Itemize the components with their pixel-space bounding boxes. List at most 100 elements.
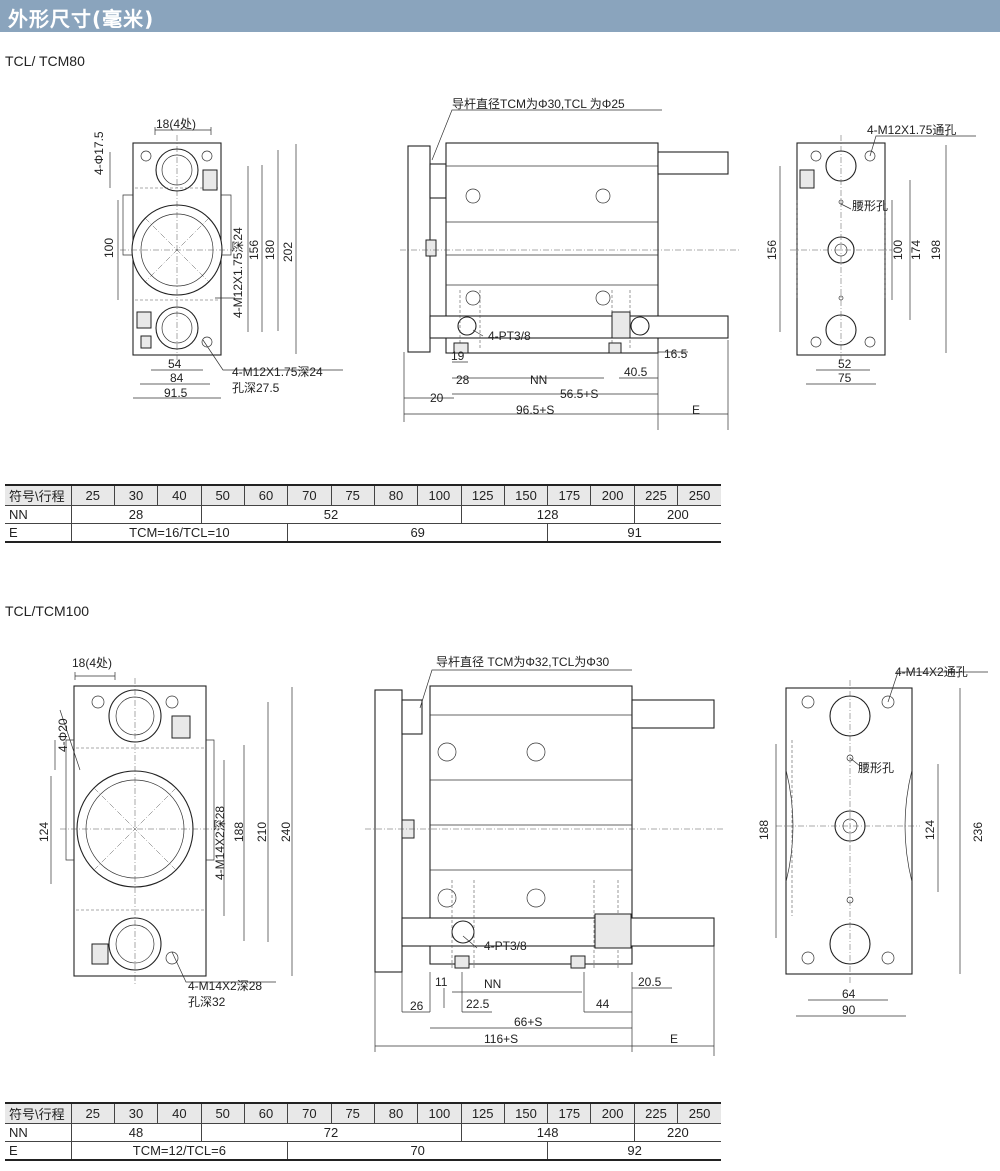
stroke-cell: 200 <box>590 1102 635 1124</box>
dim-66-s: 66+S <box>514 1015 542 1029</box>
rear-thread-note-80: 4-M12X1.75通孔 <box>867 123 956 137</box>
end-plate-100 <box>374 689 403 973</box>
table-cell: 72 <box>200 1123 462 1142</box>
table-row: NN 48 72 148 220 <box>5 1123 721 1142</box>
port-note-80: 4-PT3/8 <box>488 329 531 343</box>
dim-202-front: 202 <box>281 242 295 262</box>
table-cell: TCM=12/TCL=6 <box>70 1141 289 1161</box>
section-title: 外形尺寸(毫米) <box>8 7 155 31</box>
stroke-cell: 40 <box>157 484 202 506</box>
spec-table-80: 符号\行程 25 30 40 50 60 70 75 80 100 125 15… <box>5 484 721 543</box>
dim-40-5: 40.5 <box>624 365 648 379</box>
dim-156-rear: 156 <box>765 240 779 260</box>
stroke-cell: 75 <box>330 1102 375 1124</box>
dim-m12-deep: 4-M12X1.75深24 <box>231 227 245 318</box>
table-row: NN 28 52 128 200 <box>5 505 721 524</box>
dim-54: 54 <box>168 357 182 371</box>
dim-100-rear: 100 <box>891 240 905 260</box>
stroke-cell: 60 <box>243 1102 289 1124</box>
rear-thread-note-100: 4-M14X2通孔 <box>895 665 968 679</box>
table-header-row: 符号\行程 25 30 40 50 60 70 75 80 100 125 15… <box>5 484 721 506</box>
dim-26: 26 <box>410 999 424 1013</box>
section-header: 外形尺寸(毫米) <box>0 0 1000 32</box>
dim-18-4-100: 18(4处) <box>72 656 112 670</box>
dim-m14-deep-callout: 4-M14X2深28 <box>188 979 262 993</box>
stroke-cell: 250 <box>677 484 721 506</box>
stroke-cell: 60 <box>243 484 289 506</box>
table-cell: 52 <box>200 505 462 524</box>
dim-16-5: 16.5 <box>664 347 688 361</box>
stroke-cell: 30 <box>113 1102 159 1124</box>
stroke-cell: 150 <box>503 1102 549 1124</box>
rear-view-80 <box>779 135 976 385</box>
stroke-cell: 80 <box>373 484 419 506</box>
model-title-100: TCL/TCM100 <box>5 603 90 619</box>
stroke-cell: 30 <box>113 484 159 506</box>
row-label: E <box>5 523 72 543</box>
dim-124-front: 124 <box>37 822 51 842</box>
dim-198: 198 <box>929 240 943 260</box>
dim-210-front: 210 <box>255 822 269 842</box>
dim-phi20: 4-Φ20 <box>56 718 70 752</box>
stroke-cell: 200 <box>590 484 635 506</box>
stroke-cell: 25 <box>70 1102 115 1124</box>
dim-64: 64 <box>842 987 856 1001</box>
dim-nn-80: NN <box>530 373 547 387</box>
dim-56-5-s: 56.5+S <box>560 387 598 401</box>
dim-156-front: 156 <box>247 240 261 260</box>
dim-hole-depth-100: 孔深32 <box>188 995 226 1009</box>
guide-rod-top-100 <box>631 699 715 729</box>
dim-236: 236 <box>971 822 985 842</box>
stroke-cell: 70 <box>287 484 332 506</box>
stroke-cell: 50 <box>200 484 245 506</box>
port-note-100: 4-PT3/8 <box>484 939 527 953</box>
dim-19: 19 <box>451 349 465 363</box>
dim-22-5: 22.5 <box>466 997 490 1011</box>
table-cell: 69 <box>287 523 549 543</box>
row-label: E <box>5 1141 72 1161</box>
guide-rod-note-80: 导杆直径TCM为Φ30,TCL 为Φ25 <box>452 97 625 111</box>
dim-m12-deep-callout: 4-M12X1.75深24 <box>232 365 323 379</box>
stroke-cell: 225 <box>633 1102 679 1124</box>
dim-e-100: E <box>670 1032 678 1046</box>
stroke-cell: 175 <box>547 484 592 506</box>
guide-rod-top-80 <box>657 151 729 175</box>
stroke-cell: 100 <box>417 484 462 506</box>
spec-table-100: 符号\行程 25 30 40 50 60 70 75 80 100 125 15… <box>5 1102 721 1161</box>
table-cell: 70 <box>287 1141 549 1161</box>
side-view-80 <box>400 109 740 430</box>
stroke-cell: 175 <box>547 1102 592 1124</box>
dim-20: 20 <box>430 391 444 405</box>
table-cell: 128 <box>460 505 635 524</box>
table-cell: 200 <box>633 505 721 524</box>
stroke-cell: 40 <box>157 1102 202 1124</box>
stroke-cell: 75 <box>330 484 375 506</box>
dim-124-rear: 124 <box>923 820 937 840</box>
table-cell: 220 <box>633 1123 721 1142</box>
stroke-cell: 25 <box>70 484 115 506</box>
table-cell: 91 <box>547 523 721 543</box>
stroke-cell: 100 <box>417 1102 462 1124</box>
rear-view-100 <box>775 671 988 1017</box>
slot-note-100: 腰形孔 <box>858 761 894 775</box>
row-label: NN <box>5 505 72 524</box>
dim-phi17-5: 4-Φ17.5 <box>92 131 106 175</box>
stroke-cell: 125 <box>460 484 505 506</box>
stroke-cell: 125 <box>460 1102 505 1124</box>
dim-hole-depth-80: 孔深27.5 <box>232 381 280 395</box>
dim-nn-100: NN <box>484 977 501 991</box>
dim-188-rear: 188 <box>757 820 771 840</box>
table-cell: 92 <box>547 1141 721 1161</box>
dim-100-front: 100 <box>102 238 116 258</box>
front-view-80 <box>109 127 343 399</box>
dim-90: 90 <box>842 1003 856 1017</box>
table-header-row: 符号\行程 25 30 40 50 60 70 75 80 100 125 15… <box>5 1102 721 1124</box>
dim-96-5-s: 96.5+S <box>516 403 554 417</box>
stroke-cell: 50 <box>200 1102 245 1124</box>
dim-m14-deep: 4-M14X2深28 <box>213 806 227 880</box>
table-header-label: 符号\行程 <box>5 484 72 506</box>
dim-180-front: 180 <box>263 240 277 260</box>
front-view-100 <box>50 672 293 984</box>
stroke-cell: 225 <box>633 484 679 506</box>
